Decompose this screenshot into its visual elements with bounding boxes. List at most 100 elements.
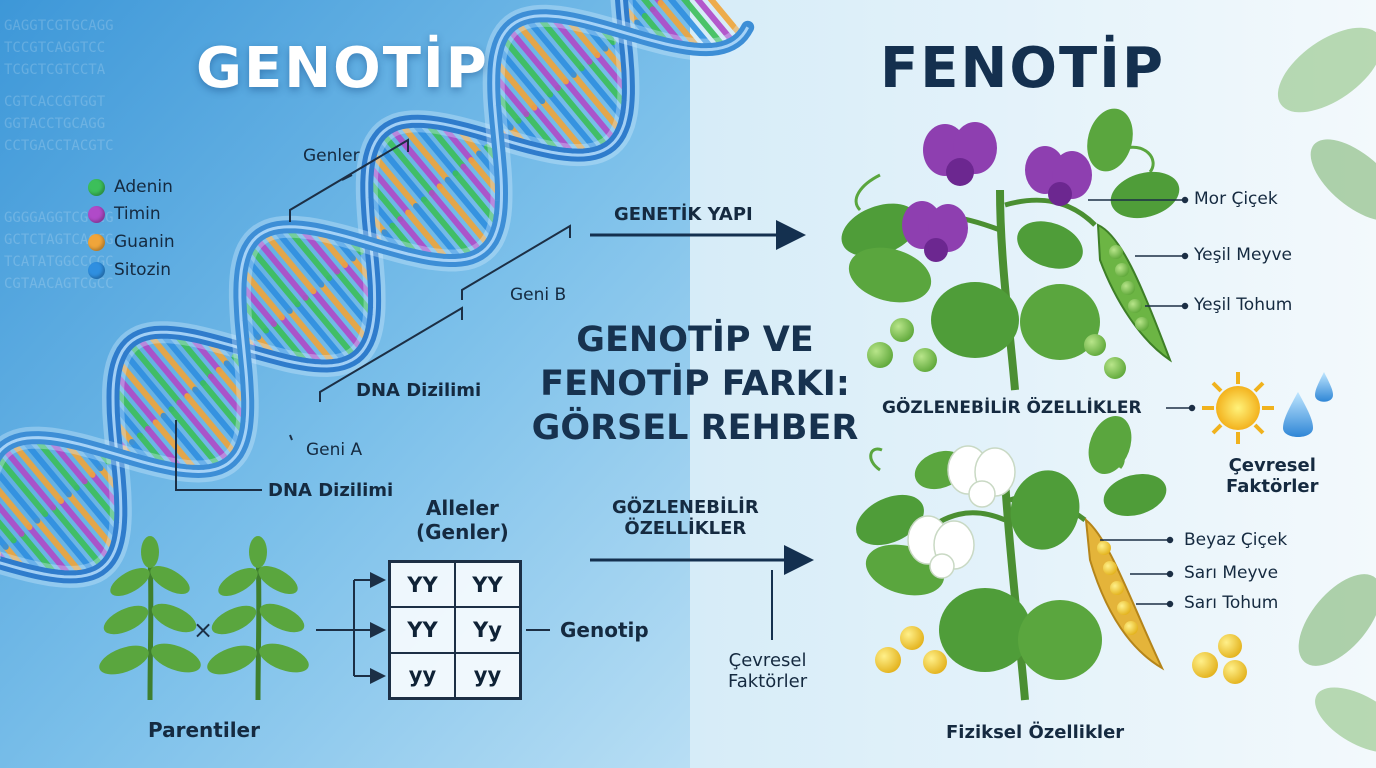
base-pair-rung [192,386,245,449]
base-pair-rung [499,33,554,98]
base-pair-rung [428,189,485,256]
base-pair-rung [535,12,585,72]
base-pair-rung [641,0,656,13]
base-pair-rung [379,130,435,196]
punnett-cell: yy [455,652,520,698]
base-pair-rung [578,65,629,124]
base-pair-rung [452,170,502,229]
base-pair-rung [0,535,9,550]
base-pair-rung [539,98,590,158]
base-pair-rung [241,253,293,314]
base-pair-rung [168,406,224,471]
base-pair-rung [9,439,64,504]
base-pair-rung [32,434,80,491]
sitozin-dot [88,261,105,279]
green-pod-label: Yeşil Meyve [1194,245,1292,265]
base-pair-rung [42,511,98,576]
base-pair-rung [555,85,611,151]
base-pair-rung [667,0,716,53]
cross-symbol: × [193,616,214,644]
base-pair-rung [114,357,167,419]
base-pair-rung [135,333,191,400]
environmental-factors-line-1: Çevresel [1228,455,1316,476]
base-pair-rung [409,118,459,177]
base-pair-rung [586,58,631,111]
base-pair-rung [111,370,159,426]
base-pair-rung [50,504,106,571]
punnett-cell: YY [455,562,520,608]
base-pair-rung [58,498,113,563]
adenin-dot [88,178,105,196]
svg-text:CGTCACCGTGGT: CGTCACCGTGGT [4,94,106,110]
svg-text:CGTAACAGTCGCC: CGTAACAGTCGCC [4,276,114,292]
base-pair-rung [176,399,233,466]
pea-plant-purple [841,108,1180,391]
legend-item-adenin: Adenin [88,176,173,198]
base-pair-rung [65,491,119,554]
base-pair-rung [694,0,737,46]
base-pair-rung [126,339,183,406]
legend-item-guanin: Guanin [88,231,175,253]
helix-backbone-highlight [0,14,749,474]
sequence-texture: GAGGTCGTGCAGG TCCGTCAGGTCC TCGCTCGTCCTA … [4,18,114,292]
base-pair-rung [0,503,25,537]
genes-label: Genler [303,146,360,166]
base-pair-rung [157,329,206,386]
base-pair-rung [492,57,538,111]
base-pair-rung [271,225,325,288]
svg-text:GAGGTCGTGCAGG: GAGGTCGTGCAGG [4,18,114,34]
base-pair-rung [397,120,451,183]
legend-label: Timin [114,204,161,224]
base-pair-rung [0,487,33,531]
base-pair-rung [562,78,619,145]
base-pair-rung [505,25,561,91]
alleles-line-2: (Genler) [416,520,509,544]
main-title: GENOTİP VE FENOTİP FARKI: GÖRSEL REHBER [520,318,870,450]
base-pair-rung [436,183,493,249]
phenotype-title: FENOTİP [880,36,1166,101]
base-pair-rung [0,519,17,544]
legend-label: Sitozin [114,260,172,280]
svg-text:TCATATGGCCCGC: TCATATGGCCCGC [4,254,114,270]
svg-text:TCGCTCGTCCTA: TCGCTCGTCCTA [4,62,106,78]
alleles-label: Alleler (Genler) [416,496,509,544]
base-pair-rung [368,148,419,209]
observable-traits-label: GÖZLENEBİLİR ÖZELLİKLER [882,398,1142,418]
base-pair-rung [444,176,498,240]
legend-item-sitozin: Sitozin [88,259,171,281]
environment-arrow-line-1: Çevresel [728,650,807,671]
purple-flower-label: Mor Çiçek [1194,189,1278,209]
base-pair-rung [200,380,249,437]
base-pair-rung [310,288,366,354]
base-pair-rung [460,163,504,215]
white-flower-label: Beyaz Çiçek [1184,530,1288,550]
svg-text:TCCGTCAGGTCC: TCCGTCAGGTCC [4,40,105,56]
base-pair-rung [0,444,57,511]
base-pair-rung [365,161,412,216]
base-pair-rung [707,0,745,40]
observable-arrow-label: GÖZLENEBİLİR ÖZELLİKLER [612,497,759,539]
base-pair-rung [73,484,122,542]
base-pair-rung [278,314,326,369]
legend-label: Adenin [114,177,173,197]
base-pair-rung [334,268,377,319]
base-pair-rung [326,275,375,333]
base-pair-rung [34,517,87,579]
gene-b-label: Geni B [510,285,567,305]
base-pair-rung [238,265,285,321]
base-pair-rung [297,224,341,275]
base-pair-rung [548,13,593,65]
base-pair-rung [318,281,372,345]
top-plant-pointers [1088,196,1196,412]
yellow-pod-label: Sarı Meyve [1184,563,1279,583]
genotype-label: Genotip [560,618,649,642]
cross-arrows [316,572,550,684]
background-leaves [1277,27,1376,753]
base-pair-rung [119,347,175,413]
base-pair-rung [531,104,577,158]
base-pair-rung [413,203,464,264]
water-drop-icon [1283,372,1333,437]
base-pair-rung [570,71,625,135]
